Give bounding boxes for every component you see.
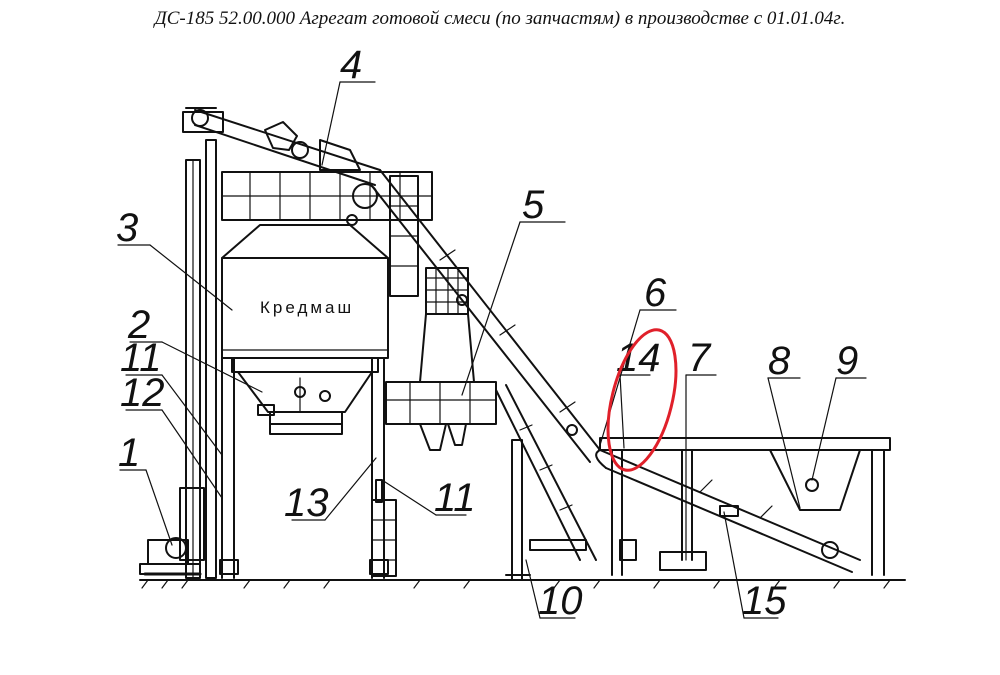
drawing-caption: ДС-185 52.00.000 Агрегат готовой смеси (…: [154, 8, 846, 29]
stair-frame: [495, 384, 637, 581]
highlight-ellipse-item-14: [606, 328, 678, 472]
inclined-conveyor: [371, 169, 601, 463]
callout-8: 8: [768, 339, 791, 383]
top-conveyor: [191, 109, 381, 186]
callout-labels: 4 5 3 2 11 12 1 13 11 6 14 7 8 9 10 15: [116, 43, 858, 623]
callout-5: 5: [522, 183, 545, 227]
callout-13: 13: [284, 481, 329, 525]
callout-6: 6: [644, 271, 667, 315]
callout-7: 7: [688, 336, 712, 380]
callout-4: 4: [340, 43, 362, 87]
motor-unit: [139, 537, 202, 576]
upper-platform: [221, 171, 433, 297]
callout-12: 12: [120, 371, 165, 415]
callout-3: 3: [116, 206, 138, 250]
callout-1: 1: [118, 431, 140, 475]
brand-label: Кредмаш: [260, 298, 354, 317]
elevator-column: [179, 107, 224, 579]
callout-9: 9: [836, 339, 858, 383]
ladder-cabinet: [371, 499, 397, 577]
callout-11-left: 11: [120, 336, 162, 380]
callout-10: 10: [538, 579, 583, 623]
storage-bin: Кредмаш: [221, 224, 389, 359]
leader-lines: [117, 81, 867, 619]
mixer-hopper: [231, 357, 379, 435]
callout-15: 15: [742, 579, 787, 623]
middle-platform: [385, 267, 497, 451]
ground-line: [139, 579, 906, 589]
callout-11-right: 11: [434, 476, 476, 520]
callout-2: 2: [127, 303, 150, 347]
lower-conveyor: [595, 449, 861, 573]
callout-14: 14: [616, 336, 661, 380]
